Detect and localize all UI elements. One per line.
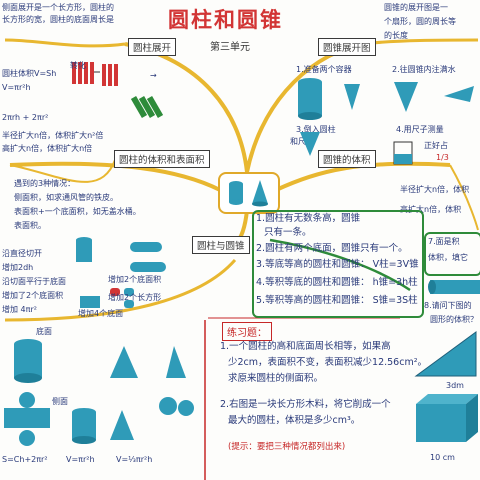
formula: V=πr²h xyxy=(66,455,95,464)
question-line: 1.一个圆柱的高和底面周长相等，如果高 xyxy=(220,341,391,352)
branch-cylinder-volume: 圆柱的体积和表面积 xyxy=(114,150,210,168)
cyl-cone-rules-box xyxy=(252,210,424,318)
extra-line: 体积，填它 xyxy=(428,253,468,262)
question-line: 2.右图是一块长方形木料，将它削成一个 xyxy=(220,399,391,410)
formula: V=πr²h xyxy=(2,83,31,92)
result-label: 正好占 xyxy=(424,141,448,150)
page-title: 圆柱和圆锥 xyxy=(168,8,283,32)
rule-item: 1.圆柱有无数条高，圆锥 xyxy=(256,213,361,224)
rolled-cylinder-sketch xyxy=(428,280,480,294)
question-line: 少2cm，表面积不变，表面积减少12.56cm²。 xyxy=(228,357,428,368)
note-line: 圆锥的展开图是一 xyxy=(384,3,448,12)
extra-line: 圆形的体积？ xyxy=(430,315,478,324)
rule-line: 半径扩大n倍，体积 xyxy=(400,185,470,194)
cut-label: 增加2个长方形 xyxy=(108,293,162,302)
rule-item: 2.圆柱有两个底面，圆锥只有一个。 xyxy=(256,243,408,254)
branch-cone-unfold: 圆锥展开图 xyxy=(318,38,376,56)
practice-hint: (提示：要把三种情况都列出来) xyxy=(228,442,346,452)
step-arrow: → xyxy=(150,71,157,80)
note-line: 侧面展开是一个长方形，圆柱的 xyxy=(2,3,114,12)
box-sketch xyxy=(416,394,478,442)
extra-box xyxy=(424,232,480,276)
branch-cylinder-unfold: 圆柱展开 xyxy=(128,38,177,56)
practice-title: 练习题： xyxy=(222,322,272,341)
rule-item: 4.等积等底的圆柱和圆锥： h锥=3h柱 xyxy=(256,277,418,288)
formula: S=Ch+2πr² xyxy=(2,455,48,464)
cut-note: 增加了2个底面积 xyxy=(2,291,64,300)
cylinder-transform-sketch xyxy=(72,62,164,119)
side-label: 侧面 xyxy=(52,397,68,406)
cylinder-cone-icon xyxy=(229,180,268,207)
formula: V=⅓πr²h xyxy=(116,455,153,464)
base-label: 底面 xyxy=(36,327,52,336)
rule-line: 高扩大n倍，体积扩大n倍 xyxy=(2,144,93,153)
formula: 2πrh + 2πr² xyxy=(2,113,49,122)
branch-cone-volume: 圆锥的体积 xyxy=(318,150,376,168)
dim-label: 3dm xyxy=(446,381,464,390)
exp-step: 3.倒入圆柱 xyxy=(296,125,336,134)
case-line: 表面积。 xyxy=(14,221,46,230)
exp-step: 1.准备两个容器 xyxy=(296,65,352,74)
question-line: 求原来圆柱的侧面积。 xyxy=(228,373,324,384)
triangle-sketch xyxy=(414,331,477,377)
step-label: 转化 xyxy=(70,61,86,70)
rule-item: 3.等底等高的圆柱和圆锥： V柱=3V锥 xyxy=(256,259,419,270)
branch-cylinder-cone: 圆柱与圆锥 xyxy=(192,236,250,254)
note-line: 的长度 xyxy=(384,31,408,40)
rule-item: 只有一条。 xyxy=(264,227,312,238)
cut-note: 增加 4πr² xyxy=(2,305,37,314)
exp-step: 2.往圆锥内注满水 xyxy=(392,65,456,74)
exp-step: 4.用尺子测量 xyxy=(396,125,444,134)
net-and-solids-sketch xyxy=(4,339,194,446)
ruler-label: 和尺子 xyxy=(290,137,314,146)
center-shapes-box xyxy=(218,172,280,214)
extra-line: 8.请问下图的 xyxy=(424,301,472,310)
extra-line: 7.面是积 xyxy=(428,237,460,246)
case-heading: 遇到的3种情况： xyxy=(14,179,76,188)
cut-note: 沿切面平行于底面 xyxy=(2,277,66,286)
experiment-sketch xyxy=(298,78,474,165)
third-label: 1/3 xyxy=(436,153,449,162)
dim-label: 10 cm xyxy=(430,453,455,462)
case-line: 侧面积，如求通风管的铁皮。 xyxy=(14,193,118,202)
question-line: 最大的圆柱，体积是多少cm³。 xyxy=(228,415,361,426)
rule-line: 高扩大n倍，体积 xyxy=(400,205,462,214)
case-line: 表面积+一个底面积，如无盖水桶。 xyxy=(14,207,141,216)
rule-item: 5.等积等高的圆柱和圆锥： S锥=3S柱 xyxy=(256,295,418,306)
cut-note: 增加2dh xyxy=(2,263,34,272)
unit-label: 第三单元 xyxy=(210,42,250,53)
note-line: 个扇形，圆的周长等 xyxy=(384,17,456,26)
cut-label: 增加2个底面积 xyxy=(108,275,162,284)
rule-line: 半径扩大n倍，体积扩大n²倍 xyxy=(2,131,104,140)
note-line: 长方形的宽，圆柱的底面周长是 xyxy=(2,15,114,24)
cut-cylinder-sketches xyxy=(76,237,166,308)
cut-note: 沿直径切开 xyxy=(2,249,42,258)
cut-label: 增加4个底面 xyxy=(78,309,124,318)
formula: 圆柱体积V=Sh xyxy=(2,69,57,78)
